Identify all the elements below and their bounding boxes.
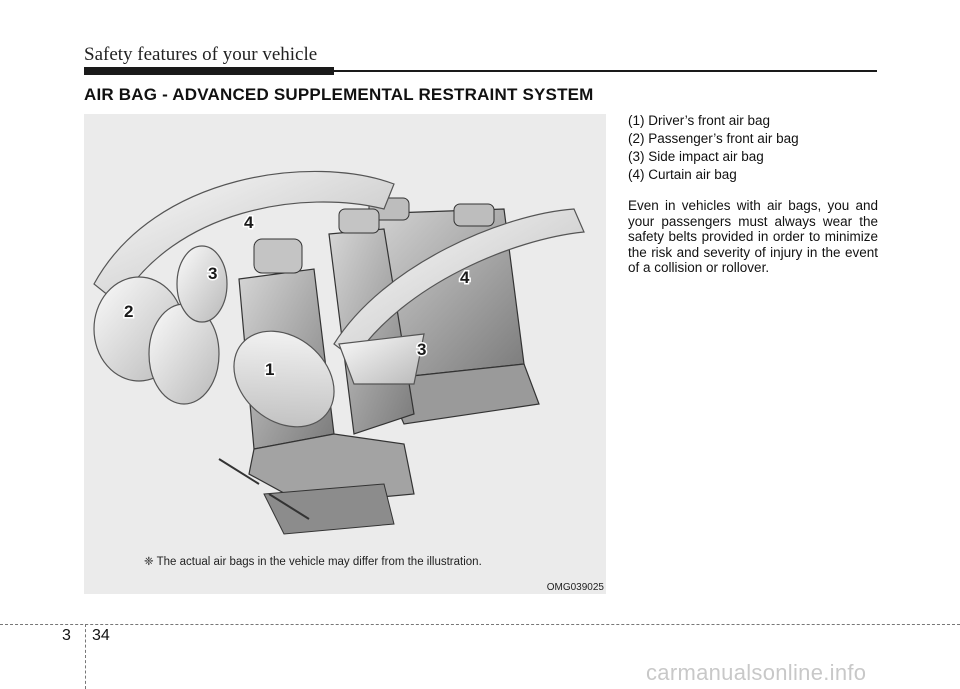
label-3b: 3: [417, 340, 426, 359]
airbag-legend: (1) Driver’s front air bag (2) Passenger…: [628, 112, 878, 184]
body-paragraph: Even in vehicles with air bags, you and …: [628, 198, 878, 275]
legend-item: (2) Passenger’s front air bag: [628, 131, 799, 146]
page-number: 34: [92, 627, 110, 644]
side-impact-airbag-rear: [338, 333, 425, 385]
header-bar: [84, 67, 334, 75]
legend-item: (4) Curtain air bag: [628, 167, 737, 182]
footer-divider: [0, 624, 960, 625]
section-title: AIR BAG - ADVANCED SUPPLEMENTAL RESTRAIN…: [84, 85, 594, 104]
label-4b: 4: [460, 268, 470, 287]
legend-item: (3) Side impact air bag: [628, 149, 764, 164]
side-impact-airbag: [176, 245, 228, 323]
label-2: 2: [124, 302, 133, 321]
header-rule: [334, 70, 877, 72]
running-header: Safety features of your vehicle: [84, 44, 318, 65]
watermark: carmanualsonline.info: [646, 660, 867, 685]
driver-front-airbag: [233, 330, 335, 428]
legend-item: (1) Driver’s front air bag: [628, 113, 771, 128]
section-number: 3: [62, 627, 71, 644]
airbag-illustration: 1 2 3 4 3 4 ❈ The actual air bags in the…: [84, 114, 606, 594]
label-3a: 3: [208, 264, 217, 283]
figure-note: ❈ The actual air bags in the vehicle may…: [144, 556, 482, 568]
airbag-drawing: 1 2 3 4 3 4: [93, 170, 585, 535]
label-4a: 4: [244, 213, 254, 232]
figure-code: OMG039025: [546, 582, 604, 593]
label-1: 1: [265, 360, 274, 379]
footer-vertical-divider: [85, 624, 86, 689]
